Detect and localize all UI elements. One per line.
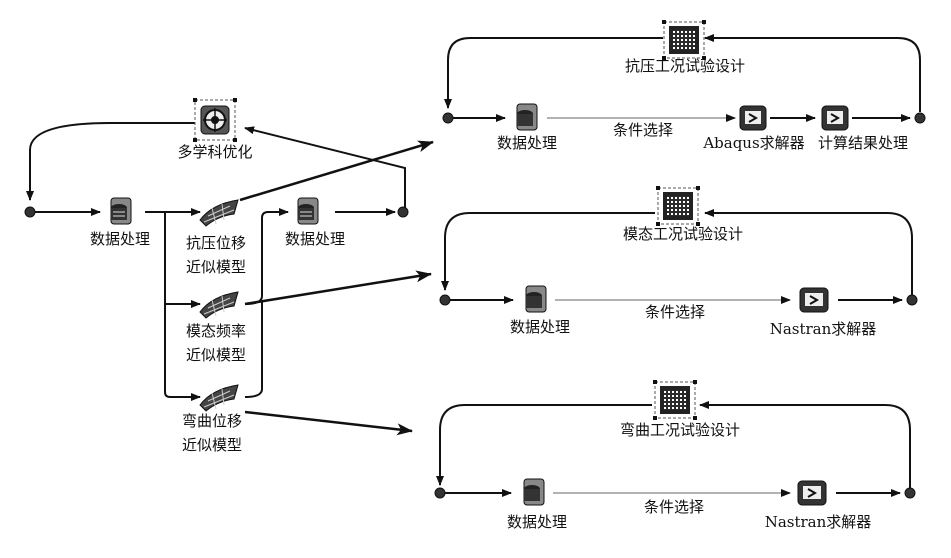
workflow-3-title: 弯曲工况试验设计 [619,421,741,439]
workflow-2-end-node [906,294,918,306]
workflow-2-condition-label: 条件选择 [644,303,706,321]
approx-model-1-line1: 抗压位移 [185,234,247,252]
workflow-3-start-node [434,487,446,499]
workflow-3-end-node [904,487,916,499]
approx-model-3-line2: 近似模型 [181,436,243,454]
solver-icon [799,287,829,313]
approx-model-2-line1: 模态频率 [185,322,247,340]
workflow-3-condition-label: 条件选择 [643,498,705,516]
data-process-in-icon [110,197,132,225]
workflow-3-connectors [436,401,911,497]
approx-model-2-line2: 近似模型 [185,346,247,364]
workflow-2-solver-label: Nastran求解器 [769,320,877,338]
solver-icon [739,105,767,131]
left-start-node [24,206,36,218]
workflow-3-data-process-label: 数据处理 [506,513,568,531]
workflow-1-post-label: 计算结果处理 [817,134,909,152]
workflow-2-data-process-label: 数据处理 [509,318,571,336]
data-process-icon [525,285,547,313]
post-process-icon [821,105,849,131]
workflow-3-solver-label: Nastran求解器 [764,513,872,531]
workflow-1-title: 抗压工况试验设计 [624,57,746,75]
approx-model-1-line2: 近似模型 [185,258,247,276]
left-workflow [26,122,434,436]
doe-grid-icon [656,186,700,226]
optimizer-icon [193,98,237,142]
data-process-in-label: 数据处理 [89,230,151,248]
workflow-1-end-node [914,112,926,124]
doe-grid-icon [662,20,706,60]
workflow-1-start-node [442,112,454,124]
data-process-out-label: 数据处理 [284,230,346,248]
optimizer-label: 多学科优化 [177,143,253,161]
approx-model-surface-icon [199,384,239,412]
doe-grid-icon [653,380,697,420]
data-process-icon [516,103,538,131]
data-process-out-icon [297,197,319,225]
approx-model-surface-icon [199,291,239,319]
solver-icon [797,480,827,506]
workflow-1-data-process-label: 数据处理 [496,134,558,152]
workflow-2-start-node [439,294,451,306]
workflow-2-title: 模态工况试验设计 [622,225,744,243]
workflow-1-solver-label: Abaqus求解器 [703,134,805,152]
data-process-icon [523,478,545,506]
approx-model-surface-icon [199,199,239,227]
left-end-node [397,206,409,218]
workflow-1-condition-label: 条件选择 [612,121,674,139]
workflow-2-connectors [441,209,913,304]
approx-model-3-line1: 弯曲位移 [181,412,243,430]
workflow-1-connectors [444,34,921,122]
